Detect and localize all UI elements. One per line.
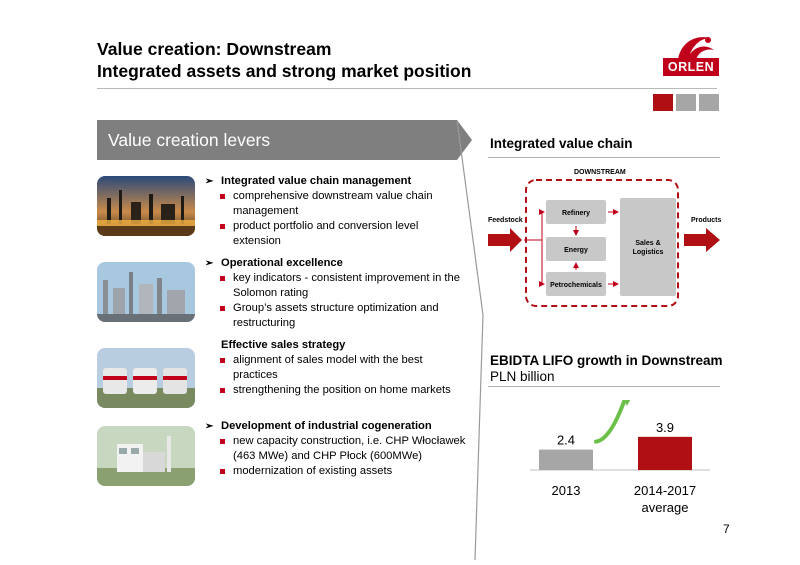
growth-arrow-icon xyxy=(594,400,627,444)
lever-heading: Operational excellence xyxy=(221,257,343,269)
ebitda-bar-chart: 2.4 2013 3.9 2014-2017 average xyxy=(530,400,710,515)
lever-bullet: Group’s assets structure optimization an… xyxy=(220,301,467,331)
ebitda-chart-subtitle: PLN billion xyxy=(490,369,555,384)
refinery-box xyxy=(546,200,606,224)
fuel-tanks-photo xyxy=(97,348,195,408)
petrochemicals-label: Petrochemicals xyxy=(550,282,602,289)
sales-logistics-box xyxy=(620,198,676,296)
slide-title-line2: Integrated assets and strong market posi… xyxy=(97,61,472,81)
connector-arrow-icon xyxy=(539,240,545,287)
lever-operational-excellence: ➢ Operational excellence key indicators -… xyxy=(205,256,467,331)
levers-banner-title: Value creation levers xyxy=(108,130,271,150)
lever-bullet: product portfolio and conversion level e… xyxy=(220,219,467,249)
value-chain-divider xyxy=(488,157,720,158)
page-number: 7 xyxy=(723,522,730,536)
bar-1 xyxy=(638,436,692,470)
lever-bullet: modernization of existing assets xyxy=(220,464,467,479)
lever-bullet: strengthening the position on home marke… xyxy=(220,383,467,398)
nav-square-grey-2 xyxy=(699,94,719,111)
growth-arrow-head-icon xyxy=(623,400,631,406)
slide-title-line1: Value creation: Downstream xyxy=(97,39,332,59)
feedstock-label: Feedstock xyxy=(488,217,523,224)
refinery-night-photo xyxy=(97,176,195,236)
header-divider xyxy=(97,88,717,89)
sales-label-line1: Sales & xyxy=(635,240,660,247)
sales-label-line2: Logistics xyxy=(633,249,664,256)
lever-bullet: comprehensive downstream value chain man… xyxy=(220,189,467,219)
lever-bullet: alignment of sales model with the best p… xyxy=(220,353,467,383)
petrochemicals-box xyxy=(546,272,606,296)
bar-value-label-1: 3.9 xyxy=(656,420,674,435)
chp-plant-photo xyxy=(97,426,195,486)
lever-heading: Effective sales strategy xyxy=(221,339,346,351)
value-chain-diagram: DOWNSTREAM Feedstock Products Refinery E… xyxy=(488,169,721,307)
refinery-label: Refinery xyxy=(562,210,590,217)
downstream-label: DOWNSTREAM xyxy=(574,169,626,176)
levers-banner-shape xyxy=(97,120,484,560)
ebitda-chart-title: EBIDTA LIFO growth in Downstream xyxy=(490,353,723,368)
category-label-1: 2014-2017 xyxy=(634,483,696,498)
lever-sales-strategy: Effective sales strategy alignment of sa… xyxy=(205,338,467,398)
products-arrow-icon xyxy=(684,228,720,252)
energy-label: Energy xyxy=(564,247,588,254)
lever-heading: Development of industrial cogeneration xyxy=(221,420,432,432)
feedstock-arrow-icon xyxy=(488,228,522,252)
arrow-bullet-icon: ➢ xyxy=(205,258,214,269)
lever-bullet: new capacity construction, i.e. CHP Włoc… xyxy=(220,435,466,462)
lever-integrated-value-chain: ➢ Integrated value chain management compr… xyxy=(205,174,467,249)
arrow-bullet-icon: ➢ xyxy=(205,176,214,187)
lever-heading: Integrated value chain management xyxy=(221,175,412,187)
value-chain-title: Integrated value chain xyxy=(490,136,633,151)
energy-box xyxy=(546,237,606,261)
ebitda-divider xyxy=(488,386,720,387)
connector-arrow-icon xyxy=(539,209,545,240)
bar-value-label-0: 2.4 xyxy=(557,433,575,448)
category-label-0: 2013 xyxy=(552,483,581,498)
products-label: Products xyxy=(691,217,721,224)
downstream-dashed-border xyxy=(525,179,679,307)
nav-square-grey-1 xyxy=(676,94,696,111)
lever-cogeneration: ➢Development of industrial cogeneration … xyxy=(205,419,467,479)
nav-square-red xyxy=(653,94,673,111)
lever-bullet: key indicators - consistent improvement … xyxy=(220,271,467,301)
arrow-bullet-icon: ➢ xyxy=(205,421,214,432)
category-label-1: average xyxy=(642,500,689,515)
refinery-day-photo xyxy=(97,262,195,322)
bar-0 xyxy=(539,449,593,470)
orlen-eagle-logo-icon xyxy=(678,37,714,60)
orlen-logo-text: ORLEN xyxy=(663,58,719,76)
